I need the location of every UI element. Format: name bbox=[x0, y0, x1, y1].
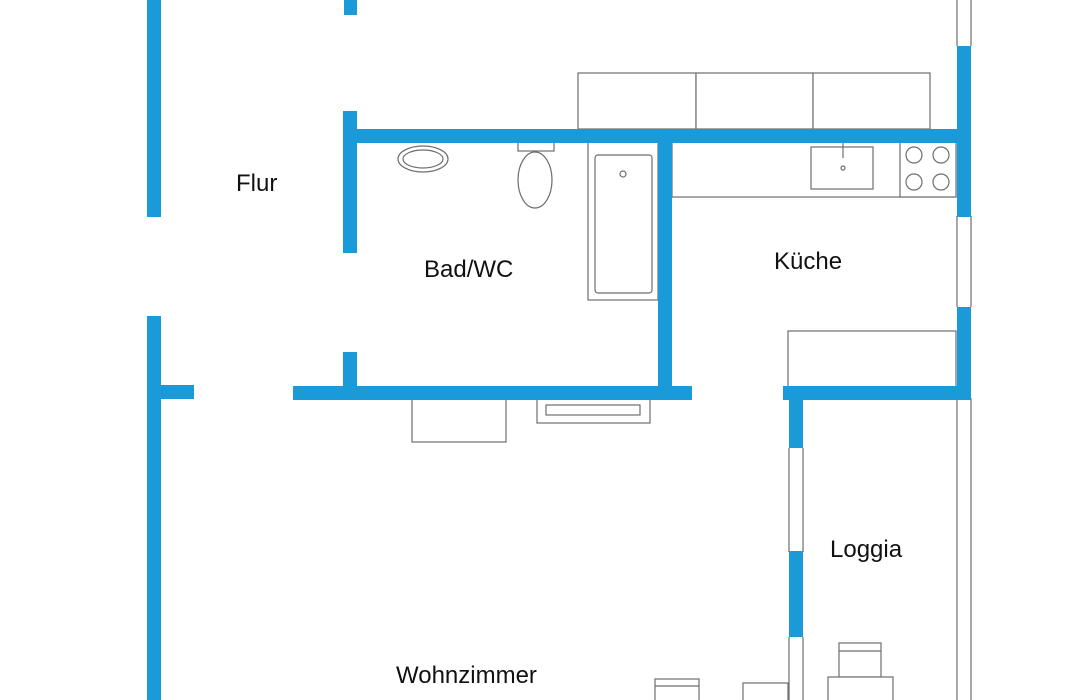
room-label-wohnzimmer: Wohnzimmer bbox=[396, 662, 537, 689]
bathtub-icon bbox=[587, 141, 659, 301]
room-label-flur: Flur bbox=[236, 170, 278, 197]
wall-right-upper bbox=[957, 46, 971, 217]
wall-kitchen-loggia-stub bbox=[789, 386, 803, 448]
window-lines-right bbox=[956, 0, 972, 700]
wall-right-middle bbox=[957, 307, 971, 399]
wall-bath-kitchen-top bbox=[343, 129, 971, 143]
cabinet-box bbox=[411, 397, 507, 443]
wall-bath-kitchen-divider bbox=[658, 142, 672, 388]
wall-kitchen-bottom bbox=[783, 386, 971, 400]
wall-bath-lower-stub bbox=[343, 352, 357, 388]
room-label-kueche: Küche bbox=[774, 248, 843, 275]
wall-top-stub bbox=[344, 0, 357, 15]
wall-loggia-divider bbox=[789, 551, 803, 637]
room-label-loggia: Loggia bbox=[830, 536, 903, 563]
kitchen-side-counter bbox=[787, 330, 957, 388]
radiator-icon bbox=[536, 398, 651, 424]
side-table bbox=[742, 682, 789, 700]
wall-bath-bottom bbox=[293, 386, 692, 400]
wall-bath-left bbox=[343, 111, 357, 253]
wall-left-upper bbox=[147, 0, 161, 217]
stove-icon bbox=[899, 141, 957, 198]
walls bbox=[147, 0, 971, 700]
washbasin-icon bbox=[397, 145, 449, 173]
loggia-chair bbox=[827, 642, 894, 700]
kitchen-sink-icon bbox=[810, 142, 874, 190]
room-label-bad-wc: Bad/WC bbox=[424, 256, 514, 283]
armchair-left bbox=[654, 678, 700, 700]
wall-door-stub-left bbox=[147, 385, 194, 399]
loggia-door-lines bbox=[788, 448, 804, 700]
toilet-icon bbox=[517, 141, 555, 209]
wall-left-lower bbox=[147, 316, 161, 700]
kitchen-wall-cabinets bbox=[577, 72, 931, 130]
